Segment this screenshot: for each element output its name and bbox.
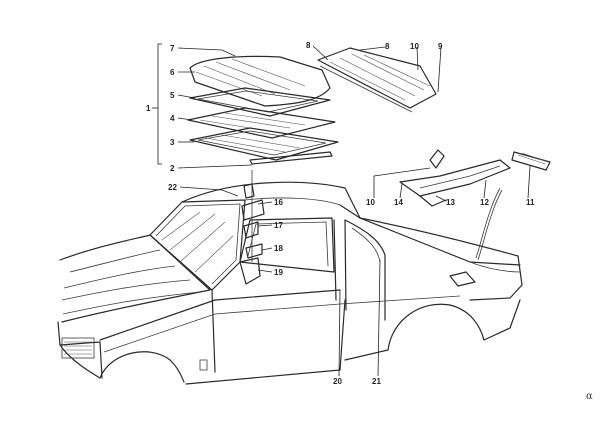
car-body-outline	[57, 181, 523, 385]
callout-12: 12	[480, 198, 489, 207]
callout-19: 19	[274, 268, 283, 277]
callout-22: 22	[168, 183, 177, 192]
callout-3: 3	[170, 138, 175, 147]
crank-and-cable-assembly	[399, 149, 551, 207]
callout-14: 14	[394, 198, 403, 207]
callout-20: 20	[333, 377, 342, 386]
sunroof-panel-stack	[187, 55, 339, 165]
callout-5: 5	[170, 91, 175, 100]
callout-6: 6	[170, 68, 175, 77]
callout-1: 1	[146, 104, 151, 113]
callout-2: 2	[170, 164, 175, 173]
hinge-bracket-parts	[239, 170, 265, 285]
corner-mark: α	[586, 391, 593, 402]
leader-lines	[152, 45, 531, 377]
callout-labels: 1 2 3 4 5 6 7 8 8 10 9 22 16 17 18 19 10…	[146, 41, 535, 386]
callout-9: 9	[438, 42, 443, 51]
callout-13: 13	[446, 198, 455, 207]
group-bracket-1	[157, 43, 162, 165]
callout-4: 4	[170, 114, 175, 123]
callout-8b: 8	[385, 42, 390, 51]
callout-7: 7	[170, 44, 175, 53]
callout-8a: 8	[306, 41, 311, 50]
callout-18: 18	[274, 244, 283, 253]
callout-10-top: 10	[410, 42, 419, 51]
callout-11: 11	[526, 198, 535, 207]
callout-16: 16	[274, 198, 283, 207]
rear-deflector-assembly	[317, 47, 437, 113]
callout-17: 17	[274, 221, 283, 230]
callout-10: 10	[366, 198, 375, 207]
callout-21: 21	[372, 377, 381, 386]
